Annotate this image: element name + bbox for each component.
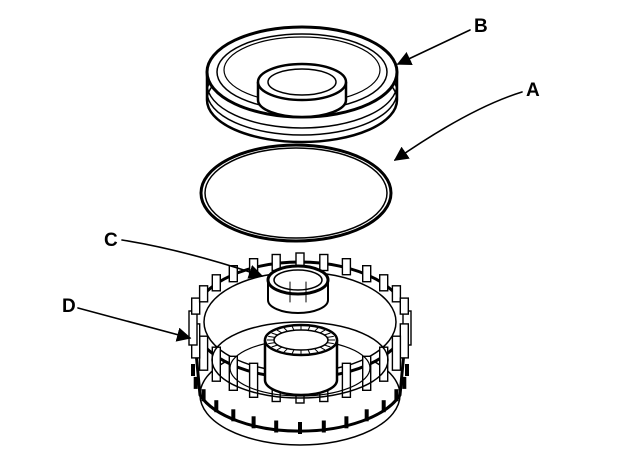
- drum-spline-tooth: [391, 285, 402, 303]
- drum-window-slot: [214, 400, 219, 413]
- hub-spline-line: [291, 349, 295, 354]
- piston-part-b: [205, 25, 399, 144]
- drum-spline-tooth: [228, 355, 239, 391]
- clutch-drum-part-d: [188, 252, 412, 446]
- drum-spline-tooth: [188, 310, 198, 346]
- callout-label-d: D: [62, 296, 76, 317]
- drum-window-slot: [402, 376, 407, 389]
- drum-spline-tooth: [319, 253, 329, 272]
- drum-spline-tooth: [341, 362, 352, 398]
- hub-spline-line: [327, 335, 334, 338]
- drum-window-slot: [381, 400, 386, 413]
- drum-spline-tooth: [391, 335, 402, 371]
- drum-spline-tooth: [248, 362, 259, 398]
- drum-spline-tooth: [211, 274, 222, 292]
- drum-window-slot: [364, 409, 369, 422]
- drum-window-slot: [201, 389, 206, 402]
- callout-label-b: B: [474, 16, 488, 37]
- hub-spline-line: [283, 327, 288, 332]
- hub-spline-line: [276, 346, 283, 351]
- drum-spline-tooth: [362, 265, 372, 283]
- drum-window-slot: [191, 364, 195, 376]
- drum-spline-tooth: [399, 323, 409, 359]
- drum-window-slot: [394, 389, 399, 402]
- drum-spline-tooth: [341, 258, 352, 276]
- leader-line-c: [121, 239, 264, 279]
- leader-line-a: [393, 91, 523, 161]
- hub-spline-line: [276, 329, 283, 334]
- drum-spline-tooth: [198, 285, 209, 303]
- hub-spline-line: [324, 344, 331, 348]
- drum-spline-tooth: [228, 265, 239, 283]
- hub-spline-line: [307, 326, 311, 331]
- leader-line-b: [396, 29, 471, 65]
- hub-spline-line: [314, 327, 319, 332]
- callout-label-c: C: [104, 230, 118, 251]
- drum-spline-tooth: [198, 335, 209, 371]
- drum-window-slot: [321, 420, 326, 433]
- drum-spline-tooth: [379, 274, 389, 292]
- hub-splines: [267, 326, 335, 354]
- leader-lines: [77, 29, 523, 342]
- hub-spline-line: [319, 346, 326, 351]
- drum-window-slot: [274, 420, 279, 433]
- hub-spline-line: [327, 342, 334, 345]
- hub-spline-line: [283, 348, 288, 353]
- small-o-ring-part-c: [266, 264, 330, 314]
- hub-spline-line: [291, 326, 295, 331]
- drum-spline-tooth: [190, 297, 201, 315]
- leader-line-d: [77, 307, 192, 342]
- hub-spline-line: [271, 344, 278, 348]
- hub-spline-line: [324, 332, 331, 336]
- drum-spline-tooth: [399, 297, 409, 315]
- hub-spline-line: [268, 342, 275, 345]
- drum-window-slot: [231, 409, 236, 422]
- hub-spline-line: [271, 332, 278, 336]
- drum-window-slot: [251, 416, 256, 429]
- drum-spline-tooth: [362, 355, 372, 391]
- drum-window-slot: [405, 364, 409, 376]
- hub-spline-line: [319, 329, 326, 334]
- hub-spline-line: [314, 348, 319, 353]
- hub-spline-line: [268, 335, 275, 338]
- o-ring-part-a: [199, 143, 393, 243]
- drum-window-slot: [344, 416, 349, 429]
- drum-window-slot: [193, 376, 198, 389]
- hub-spline-line: [307, 349, 311, 354]
- callout-label-a: A: [526, 80, 540, 101]
- drum-window-slot: [298, 422, 302, 434]
